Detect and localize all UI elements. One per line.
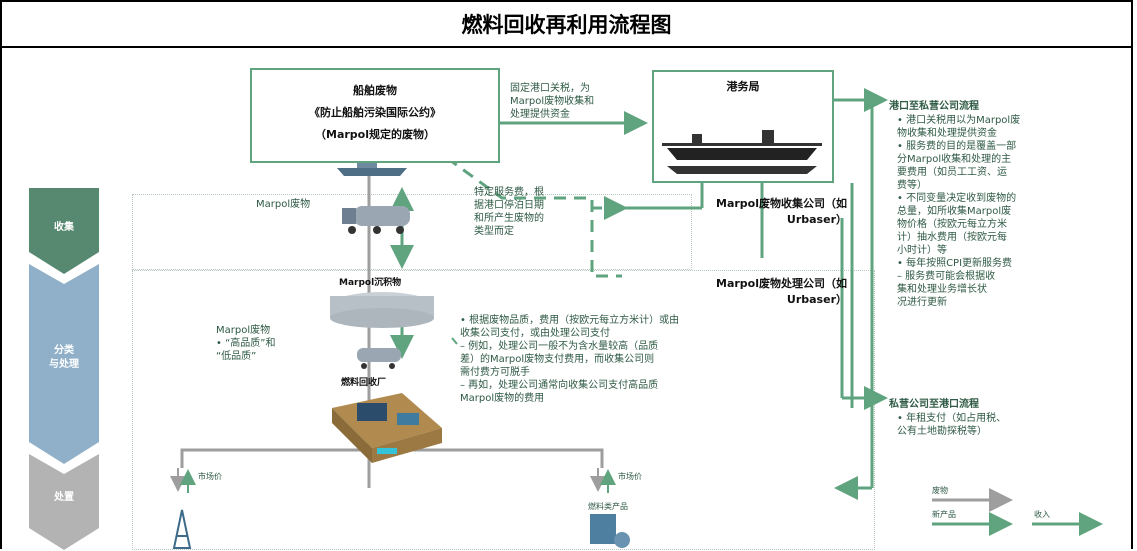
treatment-company-label: Marpol废物处理公司（如 Urbaser） bbox=[716, 277, 847, 306]
fuel-plant-icon bbox=[332, 393, 442, 463]
stage-dispose-label: 处置 bbox=[54, 492, 74, 503]
stage-dispose-chevron bbox=[29, 454, 99, 550]
port-authority-label: 港务局 bbox=[726, 80, 760, 93]
private-to-port-bullets: • 年租支付（如占用税、 公有土地勘探税等） bbox=[897, 413, 1007, 437]
marpol-waste-label: Marpol废物 bbox=[256, 199, 311, 210]
legend-income-label: 收入 bbox=[1034, 510, 1050, 519]
market-price-left: 市场价 bbox=[198, 472, 222, 481]
ship-waste-box: 船舶废物 《防止船舶污染国际公约》 （Marpol规定的废物） bbox=[250, 68, 500, 163]
treatment-zone bbox=[132, 270, 875, 550]
legend bbox=[932, 488, 1103, 536]
stage-collect-label: 收集 bbox=[54, 222, 74, 233]
port-authority-box: 港务局 bbox=[652, 70, 834, 183]
storage-tank-icon bbox=[330, 292, 434, 328]
port-fee-note: 固定港口关税，为 Marpol废物收集和 处理提供资金 bbox=[510, 83, 595, 120]
market-price-right: 市场价 bbox=[618, 472, 642, 481]
private-to-port-heading: 私营公司至港口流程 bbox=[889, 399, 979, 410]
fuel-plant-label: 燃料回收厂 bbox=[341, 378, 387, 388]
legend-new-product-label: 新产品 bbox=[932, 510, 956, 519]
ship-icon bbox=[337, 160, 407, 176]
legend-waste-label: 废物 bbox=[932, 486, 948, 495]
ship-waste-marpol: （Marpol规定的废物） bbox=[315, 128, 435, 141]
port-ships-icon bbox=[662, 130, 822, 174]
port-to-private-bullets: • 港口关税用以为Marpol废 物收集和处理提供资金 • 服务费的目的是覆盖一… bbox=[897, 115, 1021, 308]
tanker-truck-icon bbox=[342, 206, 410, 234]
collection-company-label: Marpol废物收集公司（如 Urbaser） bbox=[716, 197, 847, 226]
oil-derrick-icon bbox=[172, 509, 192, 549]
ship-waste-convention: 《防止船舶污染国际公约》 bbox=[309, 106, 441, 119]
stage-sort-chevron bbox=[29, 264, 99, 464]
ship-waste-title: 船舶废物 bbox=[353, 84, 397, 97]
sediment-label: Marpol沉积物 bbox=[339, 278, 402, 288]
quality-label: Marpol废物 • “高品质”和 “低品质” bbox=[216, 325, 276, 362]
treatment-fee-notes: • 根据废物品质，费用（按欧元每立方米计）或由 收集公司支付，或由处理公司支付 … bbox=[460, 315, 680, 404]
page-title: 燃料回收再利用流程图 bbox=[2, 2, 1131, 48]
flow-diagram: 收集 分类 与处理 处置 船舶废物 《防止船舶污染国际公约》 （Marpol规定… bbox=[2, 48, 1131, 551]
stage-sort-label: 分类 与处理 bbox=[49, 345, 79, 370]
fuel-product-icon bbox=[590, 514, 630, 548]
fuel-product-label: 燃料类产品 bbox=[588, 502, 628, 511]
small-tanker-icon bbox=[357, 348, 401, 369]
port-to-private-heading: 港口至私营公司流程 bbox=[889, 101, 979, 112]
service-fee-note: 特定服务费，根 据港口停泊日期 和所产生废物的 类型而定 bbox=[474, 187, 544, 237]
diagram-graphics bbox=[29, 88, 1103, 550]
stage-collect-chevron bbox=[29, 188, 99, 274]
